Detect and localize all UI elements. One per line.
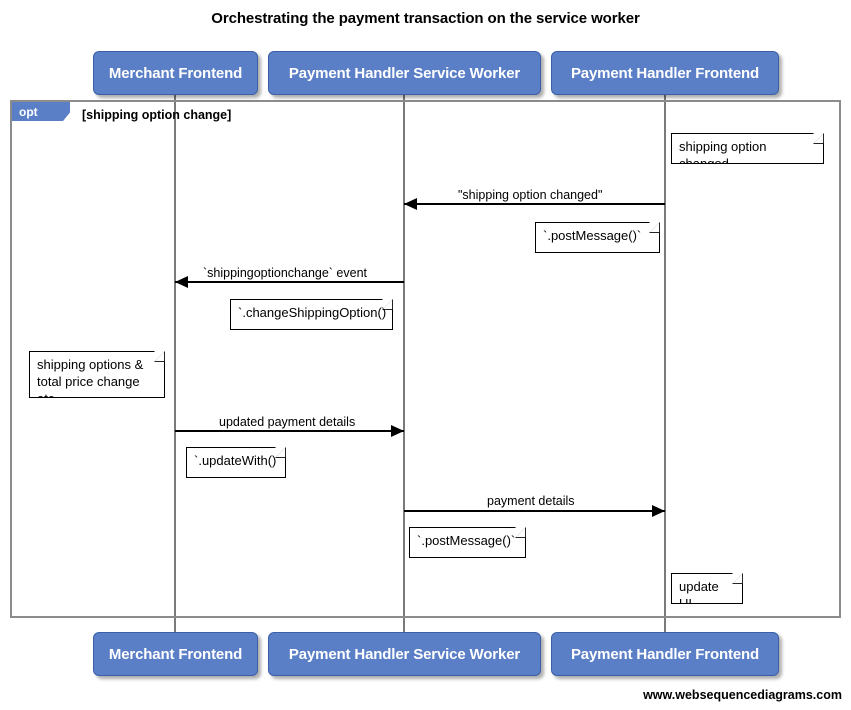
note-updatewith: `.updateWith()` xyxy=(186,447,286,478)
opt-fragment-frame xyxy=(10,100,841,618)
note-shipping-options-total-price: shipping options & total price change et… xyxy=(29,351,165,398)
message-line-payment-details xyxy=(404,510,665,512)
participant-label: Payment Handler Frontend xyxy=(570,645,760,663)
note-postmessage-2-fold-inner-icon xyxy=(516,528,525,537)
message-arrowhead-shipping-option-changed xyxy=(404,198,417,210)
message-arrowhead-updated-payment-details xyxy=(391,425,404,437)
note-update-ui: update UI xyxy=(671,573,743,604)
note-changeshippingoption-fold-inner-icon xyxy=(383,300,392,309)
message-label-shippingoptionchange-event: `shippingoptionchange` event xyxy=(203,266,368,280)
lifeline-merchant-frontend xyxy=(174,95,176,632)
participant-label: Payment Handler Service Worker xyxy=(288,645,521,663)
message-arrowhead-shippingoptionchange-event xyxy=(175,276,188,288)
page-title: Orchestrating the payment transaction on… xyxy=(211,10,640,27)
message-label-updated-payment-details: updated payment details xyxy=(219,415,356,429)
footer-credit: www.websequencediagrams.com xyxy=(643,688,842,702)
participant-label: Payment Handler Service Worker xyxy=(288,64,521,82)
note-update-ui-fold-inner-icon xyxy=(733,574,742,583)
participant-payment-handler-frontend-top[interactable]: Payment Handler Frontend xyxy=(551,51,779,95)
participant-merchant-frontend-bottom[interactable]: Merchant Frontend xyxy=(93,632,258,676)
note-shipping-options-total-price-fold-inner-icon xyxy=(155,352,164,361)
participant-label: Payment Handler Frontend xyxy=(570,64,760,82)
message-arrowhead-payment-details xyxy=(652,505,665,517)
opt-fragment-tab: opt xyxy=(12,102,70,121)
participant-payment-handler-service-worker-bottom[interactable]: Payment Handler Service Worker xyxy=(268,632,541,676)
note-shipping-option-changed: shipping option changed xyxy=(671,133,824,164)
message-line-shipping-option-changed xyxy=(404,203,665,205)
lifeline-payment-handler-frontend xyxy=(664,95,666,632)
opt-fragment-guard: [shipping option change] xyxy=(82,108,232,122)
participant-merchant-frontend-top[interactable]: Merchant Frontend xyxy=(93,51,258,95)
note-updatewith-fold-inner-icon xyxy=(276,448,285,457)
participant-payment-handler-frontend-bottom[interactable]: Payment Handler Frontend xyxy=(551,632,779,676)
participant-label: Merchant Frontend xyxy=(108,645,243,663)
message-line-updated-payment-details xyxy=(175,430,404,432)
note-changeshippingoption: `.changeShippingOption()` xyxy=(230,299,393,330)
note-postmessage-2: `.postMessage()` xyxy=(409,527,526,558)
message-label-payment-details: payment details xyxy=(487,494,575,508)
message-line-shippingoptionchange-event xyxy=(175,281,404,283)
participant-payment-handler-service-worker-top[interactable]: Payment Handler Service Worker xyxy=(268,51,541,95)
participant-label: Merchant Frontend xyxy=(108,64,243,82)
note-postmessage-1-fold-inner-icon xyxy=(650,223,659,232)
lifeline-payment-handler-service-worker xyxy=(403,95,405,632)
message-label-shipping-option-changed: "shipping option changed" xyxy=(458,188,603,202)
note-shipping-option-changed-fold-inner-icon xyxy=(814,134,823,143)
note-postmessage-1: `.postMessage()` xyxy=(535,222,660,253)
